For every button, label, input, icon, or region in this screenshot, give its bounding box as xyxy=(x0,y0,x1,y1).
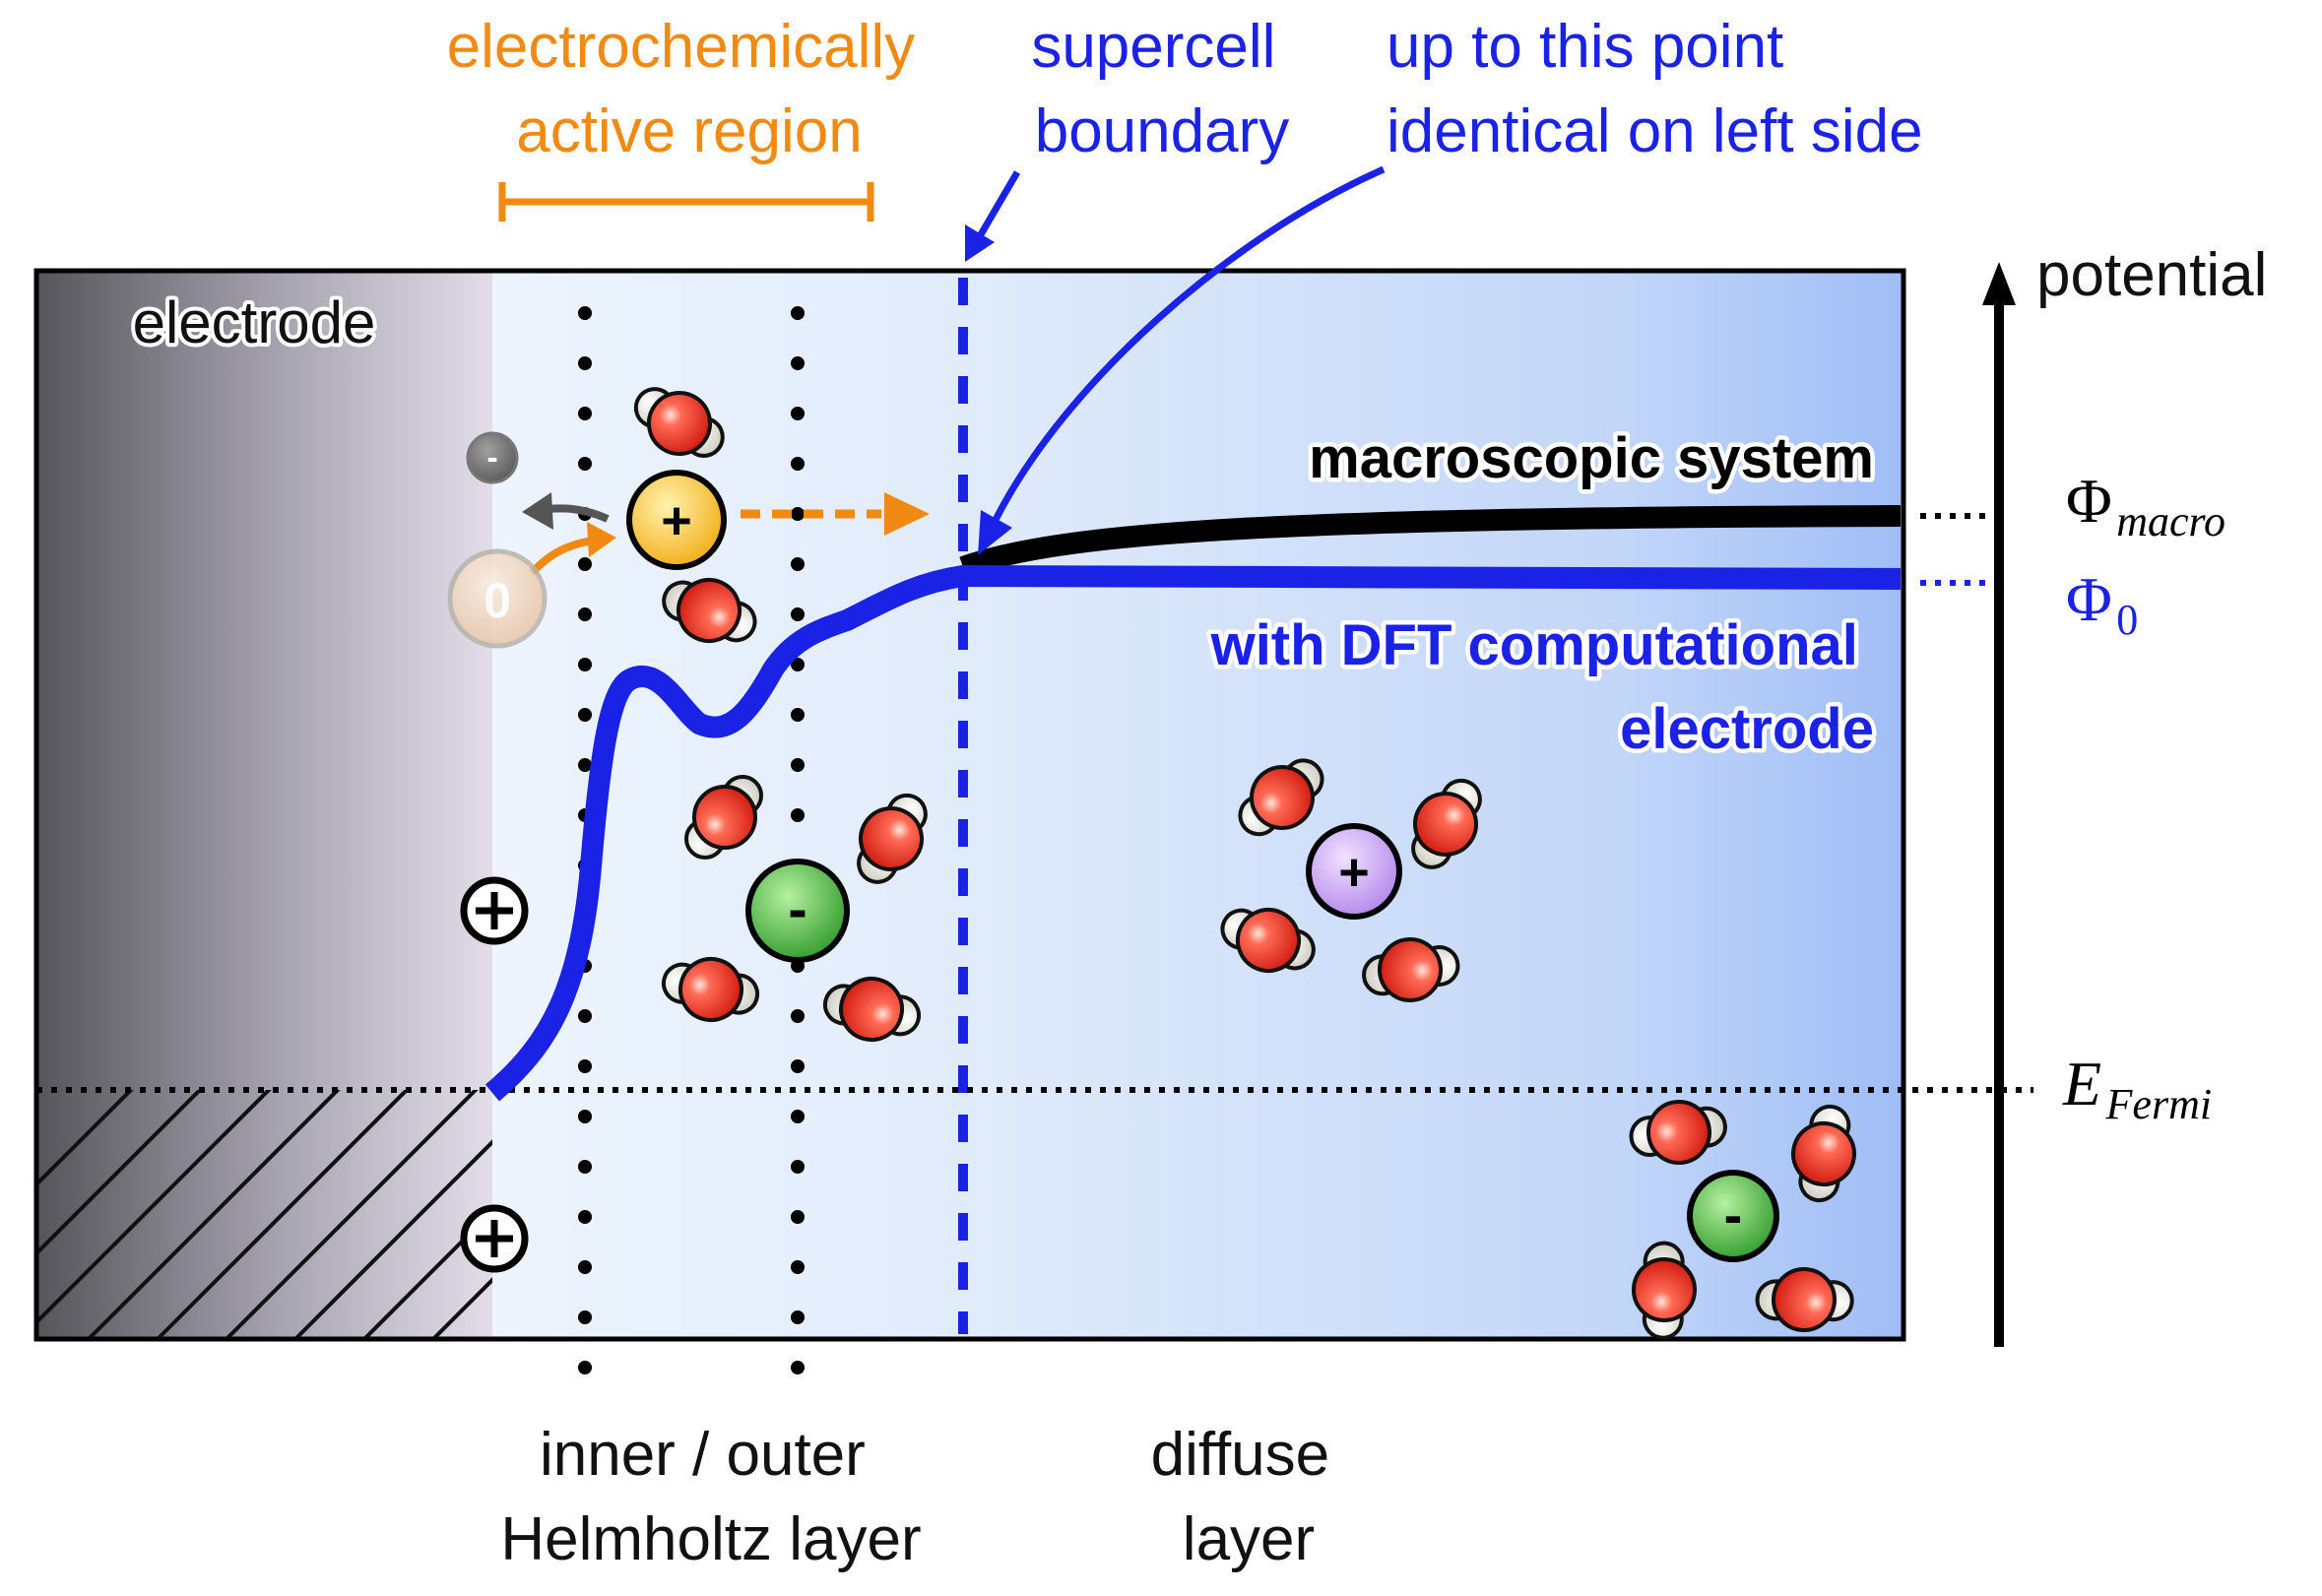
oxidized-cation-sign: + xyxy=(661,491,692,550)
supercell-boundary-label: supercell boundary xyxy=(1031,13,1292,165)
supercell-boundary-label-line1: supercell xyxy=(1031,13,1275,81)
macroscopic-potential-curve xyxy=(959,505,1902,578)
electron-sign: - xyxy=(486,439,497,477)
neutral-sign: 0 xyxy=(484,573,511,628)
dft-potential-curve xyxy=(484,565,1902,1102)
fermi-subscript: Fermi xyxy=(2105,1080,2213,1128)
reaction-arrows xyxy=(522,492,930,576)
oxidized-cation: + xyxy=(626,470,727,570)
potential-axis-arrowhead xyxy=(1982,262,2016,305)
helmholtz-layer-label: inner / outer Helmholtz layer xyxy=(500,1421,921,1573)
electrode-surface-charge-lower xyxy=(460,1204,529,1273)
identical-pointer-shaft xyxy=(991,165,1386,524)
diffuse-layer-label: diffuse layer xyxy=(1151,1421,1347,1573)
supercell-pointer-shaft xyxy=(976,170,1021,238)
phi-0-label: Φ 0 xyxy=(2066,564,2138,644)
phi-0-symbol: Φ xyxy=(2066,564,2112,634)
electrode-label: electrode xyxy=(133,289,376,355)
electrode-surface-charge-upper xyxy=(460,876,529,945)
helmholtz-layer-label-line1: inner / outer xyxy=(540,1421,866,1489)
occupied-states-hatching xyxy=(36,1090,492,1339)
dft-electrode-label: with DFT computational electrode xyxy=(1210,613,1874,761)
phi-macro-label: Φ macro xyxy=(2066,466,2225,545)
fermi-level-label: E Fermi xyxy=(2062,1049,2212,1128)
dft-electrode-label-line1: with DFT computational xyxy=(1210,613,1858,677)
electron-species: - xyxy=(466,431,519,484)
identical-note-line1: up to this point xyxy=(1387,13,1783,81)
macroscopic-system-label: macroscopic system xyxy=(1309,426,1874,490)
anion-helmholtz: - xyxy=(745,859,850,963)
active-region-label: electrochemically active region xyxy=(447,13,933,165)
neutral-species: 0 xyxy=(447,548,548,649)
fermi-symbol: E xyxy=(2062,1049,2101,1118)
dft-electrode-label-line2: electrode xyxy=(1620,697,1874,761)
supercell-pointer-head xyxy=(965,224,995,262)
phi-0-subscript: 0 xyxy=(2116,596,2138,644)
active-region-bracket xyxy=(498,182,874,222)
active-region-label-line2: active region xyxy=(516,97,863,165)
potential-axis-label: potential xyxy=(2036,241,2267,309)
cation-diffuse-sign: + xyxy=(1338,843,1370,902)
cation-diffuse: + xyxy=(1306,823,1402,920)
diffuse-layer-label-line2: layer xyxy=(1183,1505,1315,1573)
phi-macro-symbol: Φ xyxy=(2066,466,2112,536)
anion-helmholtz-sign: - xyxy=(788,877,806,941)
identical-note-label: up to this point identical on left side xyxy=(1387,13,1923,165)
supercell-boundary-label-line2: boundary xyxy=(1035,97,1290,165)
active-region-label-line1: electrochemically xyxy=(447,13,916,81)
identical-note-line2: identical on left side xyxy=(1387,97,1923,165)
anion-diffuse: - xyxy=(1687,1170,1779,1262)
panel-frame xyxy=(33,268,1906,1342)
helmholtz-layer-label-line2: Helmholtz layer xyxy=(500,1505,921,1573)
diffuse-layer-label-line1: diffuse xyxy=(1151,1421,1330,1489)
anion-diffuse-sign: - xyxy=(1724,1183,1743,1245)
phi-macro-subscript: macro xyxy=(2116,497,2225,545)
electrode-region xyxy=(36,271,492,1339)
identical-pointer-head xyxy=(978,510,1012,555)
